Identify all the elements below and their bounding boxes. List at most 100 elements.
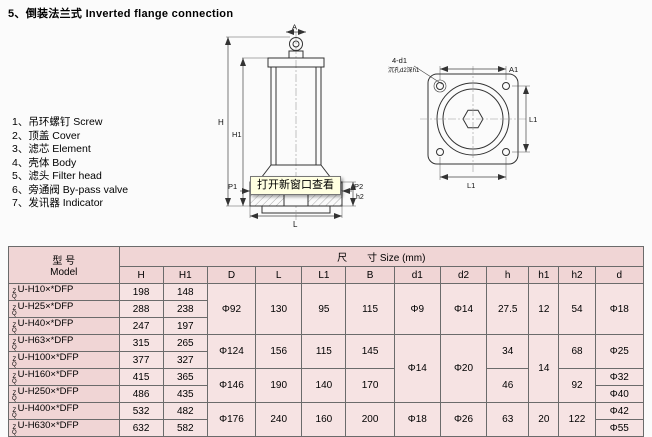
cell: Φ92 bbox=[206, 283, 257, 335]
dim-label-h: H bbox=[218, 118, 224, 127]
size-table-container: 型 号 Model 尺 寸 Size (mm) H H1 D L L1 B d1… bbox=[8, 246, 645, 437]
cell: Φ14 bbox=[439, 283, 488, 335]
cell: 482 bbox=[162, 402, 208, 420]
cell: 63 bbox=[486, 402, 530, 437]
col-d: d bbox=[594, 266, 645, 284]
parts-list-item: 3、滤芯 Element bbox=[12, 143, 91, 155]
cell: 240 bbox=[255, 402, 303, 437]
cell: Φ124 bbox=[206, 334, 257, 369]
cell: Φ42 bbox=[594, 402, 645, 420]
cell: 140 bbox=[301, 368, 347, 403]
parts-list-item: 1、吊环螺钉 Screw bbox=[12, 116, 103, 128]
cell: 160 bbox=[301, 402, 347, 437]
dim-label-h2: h2 bbox=[356, 194, 364, 201]
cell: 197 bbox=[162, 317, 208, 335]
bolt-note-line2: 沉孔d2深h1 bbox=[388, 66, 420, 74]
cell: 315 bbox=[118, 334, 164, 352]
dim-label-a: A bbox=[292, 23, 297, 32]
cell: 377 bbox=[118, 351, 164, 369]
dim-label-h1: H1 bbox=[232, 130, 242, 139]
front-view-dimensions bbox=[225, 29, 356, 219]
cell: Φ18 bbox=[393, 402, 441, 437]
header-model: 型 号 Model bbox=[8, 246, 120, 284]
col-H1: H1 bbox=[162, 266, 208, 284]
parts-list-item: 2、顶盖 Cover bbox=[12, 129, 81, 142]
header-size: 尺 寸 Size (mm) bbox=[118, 246, 644, 267]
cell: Φ9 bbox=[393, 283, 441, 335]
cell: Φ18 bbox=[594, 283, 645, 335]
col-H: H bbox=[118, 266, 164, 284]
port-label-p2: P2 bbox=[354, 182, 363, 191]
dim-label-l1-right: L1 bbox=[529, 115, 537, 124]
cell: 156 bbox=[255, 334, 303, 369]
cell: 130 bbox=[255, 283, 303, 335]
table-header-row: 型 号 Model 尺 寸 Size (mm) bbox=[8, 246, 644, 284]
cell: 34 bbox=[486, 334, 530, 369]
table-subheader-row: H H1 D L L1 B d1 d2 h h1 h2 d bbox=[9, 266, 645, 284]
side-view-dimensions bbox=[413, 65, 530, 180]
cell: 122 bbox=[558, 402, 596, 437]
cell: 200 bbox=[345, 402, 395, 437]
size-table: 型 号 Model 尺 寸 Size (mm) H H1 D L L1 B d1… bbox=[8, 246, 645, 437]
cell: 288 bbox=[118, 300, 164, 318]
model-name: U-H400×*DFP bbox=[17, 403, 79, 415]
cell: 582 bbox=[162, 419, 208, 437]
cell: 365 bbox=[162, 368, 208, 386]
cell: 415 bbox=[118, 368, 164, 386]
col-L: L bbox=[255, 266, 303, 284]
page-title: 5、倒装法兰式 Inverted flange connection bbox=[8, 8, 234, 20]
model-name: U-H250×*DFP bbox=[17, 386, 79, 398]
cell: Φ14 bbox=[393, 334, 441, 403]
cell: 115 bbox=[301, 334, 347, 369]
dim-label-l: L bbox=[293, 220, 298, 229]
col-D: D bbox=[206, 266, 257, 284]
cell: 145 bbox=[345, 334, 395, 369]
bolt-note-line1: 4-d1 bbox=[392, 56, 407, 65]
cell: Φ20 bbox=[439, 334, 488, 403]
cell: Φ25 bbox=[594, 334, 645, 369]
open-new-window-tooltip[interactable]: 打开新窗口查看 bbox=[250, 176, 341, 195]
parts-list: 1、吊环螺钉 Screw 2、顶盖 Cover 3、滤芯 Element 4、壳… bbox=[12, 116, 128, 211]
model-name: U-H630×*DFP bbox=[17, 420, 79, 432]
parts-list-item: 4、壳体 Body bbox=[12, 156, 77, 169]
cell: 14 bbox=[528, 334, 560, 403]
cell: 54 bbox=[558, 283, 596, 335]
col-L1: L1 bbox=[301, 266, 347, 284]
cell: 46 bbox=[486, 368, 530, 403]
header-model-en: Model bbox=[50, 267, 78, 278]
cell: 115 bbox=[345, 283, 395, 335]
model-name: U-H10×*DFP bbox=[17, 284, 74, 296]
col-d2: d2 bbox=[439, 266, 488, 284]
cell: 68 bbox=[558, 334, 596, 369]
cell: 632 bbox=[118, 419, 164, 437]
model-name: U-H25×*DFP bbox=[17, 301, 74, 313]
cell: 92 bbox=[558, 368, 596, 403]
cell: Φ146 bbox=[206, 368, 257, 403]
model-name: U-H160×*DFP bbox=[17, 369, 79, 381]
model-name: U-H40×*DFP bbox=[17, 318, 74, 330]
model-name: U-H63×*DFP bbox=[17, 335, 74, 347]
cell: 486 bbox=[118, 385, 164, 403]
cell: Φ176 bbox=[206, 402, 257, 437]
col-h: h bbox=[486, 266, 530, 284]
cell: Φ55 bbox=[594, 419, 645, 437]
cell: 265 bbox=[162, 334, 208, 352]
parts-list-item: 6、旁通阀 By-pass valve bbox=[12, 183, 129, 196]
cell: 12 bbox=[528, 283, 560, 335]
cell: 238 bbox=[162, 300, 208, 318]
cell: 327 bbox=[162, 351, 208, 369]
cell: 190 bbox=[255, 368, 303, 403]
